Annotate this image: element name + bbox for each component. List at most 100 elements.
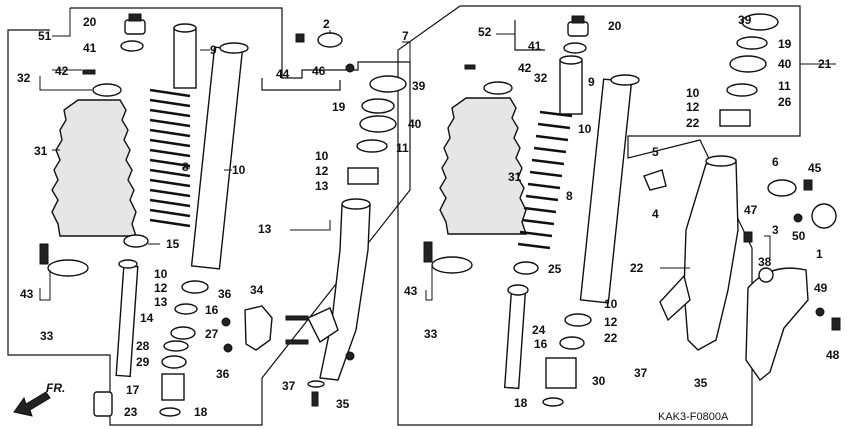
callout-37-center: 37: [282, 379, 296, 393]
callout-10-left: 10: [232, 163, 246, 177]
left-fork-assembly: [39, 13, 273, 417]
callout-47: 47: [744, 203, 758, 217]
stem-bolt: [295, 33, 305, 43]
callout-12-center: 12: [315, 164, 329, 178]
bearing-race-lower: [356, 139, 388, 153]
steering-bearing-right: [729, 55, 767, 73]
callout-9-right: 9: [588, 75, 595, 89]
callout-16-right: 16: [534, 337, 548, 351]
callout-42-left: 42: [55, 64, 69, 78]
fork-cap-bolt: [124, 19, 146, 35]
stud-lower: [285, 339, 309, 345]
callout-4: 4: [652, 207, 659, 221]
callout-41-right: 41: [528, 39, 542, 53]
callout-26: 26: [778, 95, 792, 109]
callout-38: 38: [758, 255, 772, 269]
oil-lock-piece-right: [545, 357, 577, 389]
stem-nut: [345, 63, 355, 73]
callout-13-left-b: 13: [154, 295, 168, 309]
spacer-top: [173, 23, 197, 33]
callout-10-steer: 10: [686, 86, 700, 100]
callout-42-right: 42: [518, 61, 532, 75]
damper-rod-right: [503, 290, 527, 390]
steering-bearing: [359, 115, 397, 133]
cable-guide: [643, 169, 667, 191]
fork-tube: [190, 46, 244, 270]
guard-bracket: [244, 305, 273, 351]
drawing-code: KAK3-F0800A: [658, 411, 729, 423]
callout-33-left: 33: [40, 329, 54, 343]
bolt-36-lower: [223, 343, 233, 353]
callout-40-right: 40: [778, 57, 792, 71]
callout-44: 44: [276, 67, 290, 81]
callout-46: 46: [312, 64, 326, 78]
reflector: [811, 203, 837, 229]
damper-rod-right-top: [507, 284, 529, 296]
callout-10-center: 10: [315, 149, 329, 163]
callout-9-left: 9: [210, 43, 217, 57]
callout-18-right: 18: [514, 396, 528, 410]
callout-14: 14: [140, 311, 154, 325]
assembly-frames: [7, 5, 801, 426]
fork-spring: [149, 88, 191, 228]
callout-10-left-b: 10: [154, 267, 168, 281]
slider-and-disc-cover: [643, 155, 841, 382]
grommet-38: [758, 267, 774, 283]
callout-6: 6: [772, 155, 779, 169]
fork-spring-right: [517, 110, 573, 250]
callout-11-right: 11: [778, 79, 791, 93]
callout-41-left: 41: [83, 41, 97, 55]
fork-boot-right: [439, 97, 527, 235]
sealing-washer: [159, 407, 181, 417]
spacer-tube: [173, 27, 197, 89]
callout-13-slider: 13: [258, 222, 272, 236]
callout-49: 49: [814, 281, 828, 295]
callout-13-center: 13: [315, 179, 329, 193]
spacer-tube-right: [559, 59, 583, 115]
callout-20-left: 20: [83, 15, 97, 29]
callout-8-right: 8: [566, 189, 573, 203]
piston-ring-right: [513, 261, 539, 275]
bearing-race-lower-right: [726, 83, 758, 97]
callout-16-left: 16: [205, 303, 219, 317]
washer-49: [815, 307, 825, 317]
callout-48: 48: [826, 348, 840, 362]
fork-slider-right: [683, 159, 739, 351]
bolt-35: [311, 391, 319, 407]
damper-rod: [115, 264, 139, 378]
leader-lines: [39, 8, 836, 301]
slider-bushing: [181, 280, 209, 294]
callout-8-left: 8: [182, 160, 189, 174]
boot-clamp-lower: [47, 259, 89, 277]
bolt-48: [831, 317, 841, 331]
collar-right: [719, 109, 751, 127]
callout-51: 51: [38, 29, 52, 43]
stem-clamp: [317, 32, 343, 48]
fork-tube-right: [579, 78, 633, 304]
fork-cap-bolt-right: [567, 21, 589, 37]
callout-37-right: 37: [634, 366, 648, 380]
callout-17: 17: [126, 383, 140, 397]
stud-upper: [285, 315, 309, 321]
callout-33-right: 33: [424, 327, 438, 341]
dust-seal: [161, 355, 187, 369]
callout-15: 15: [166, 237, 180, 251]
callout-50: 50: [792, 229, 806, 243]
bolt-36-upper: [221, 317, 231, 327]
callout-34: 34: [250, 283, 264, 297]
callout-32-right: 32: [534, 71, 548, 85]
clamp-screw-right: [464, 64, 476, 70]
callout-25: 25: [548, 262, 562, 276]
right-fork-assembly: [423, 15, 640, 407]
clamp-screw-lower-right: [423, 241, 433, 263]
callout-1: 1: [816, 247, 823, 261]
slider-top: [341, 198, 371, 210]
callout-19-center: 19: [332, 100, 346, 114]
bearing-race-upper-right: [736, 36, 768, 50]
callout-12-right: 12: [604, 315, 618, 329]
callout-28: 28: [136, 339, 150, 353]
callout-43-right: 43: [404, 284, 418, 298]
steering-bearings-right: [719, 13, 779, 127]
boot-clamp-lower-right: [431, 256, 473, 274]
callout-36-upper: 36: [218, 287, 232, 301]
